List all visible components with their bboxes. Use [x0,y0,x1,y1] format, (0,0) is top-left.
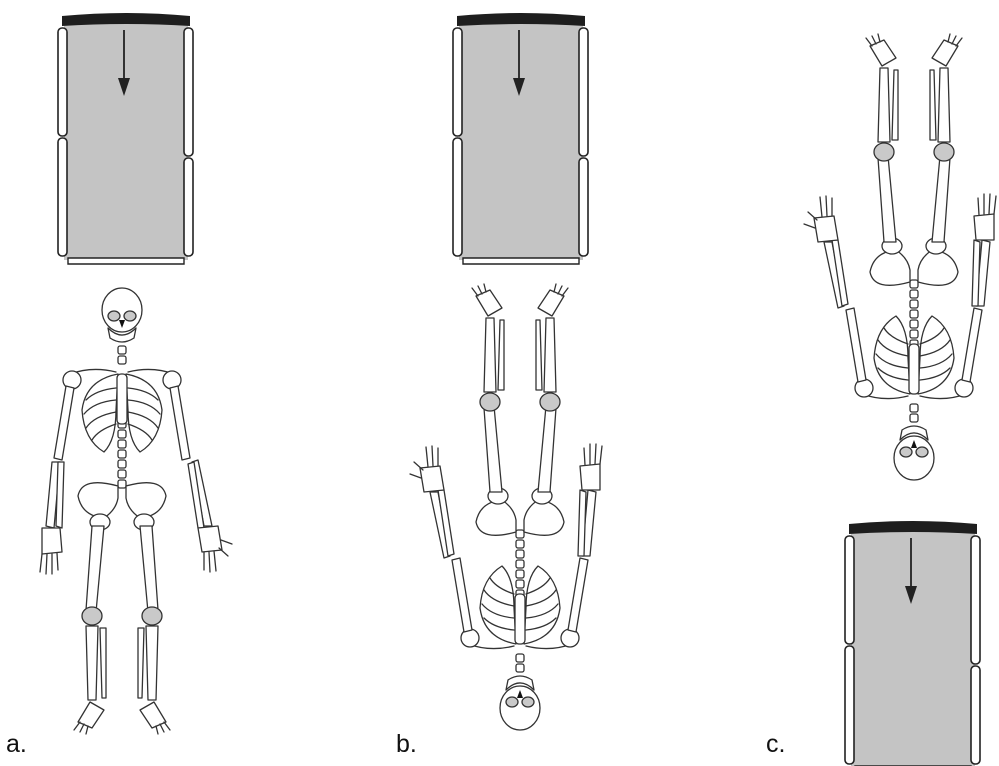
skeleton-head-down-icon [804,34,996,480]
panel-label-c: c. [766,730,785,758]
panel-a: a. [6,13,232,758]
burial-container-icon [453,13,588,264]
panel-label-b: b. [396,730,417,758]
panel-label-a: a. [6,730,27,758]
burial-container-icon [845,521,980,766]
burial-container-icon [58,13,193,264]
panel-b: b. [396,13,602,758]
skeleton-head-up-icon [40,288,232,734]
panel-c: c. [766,34,996,766]
skeleton-head-down-icon [410,284,602,730]
